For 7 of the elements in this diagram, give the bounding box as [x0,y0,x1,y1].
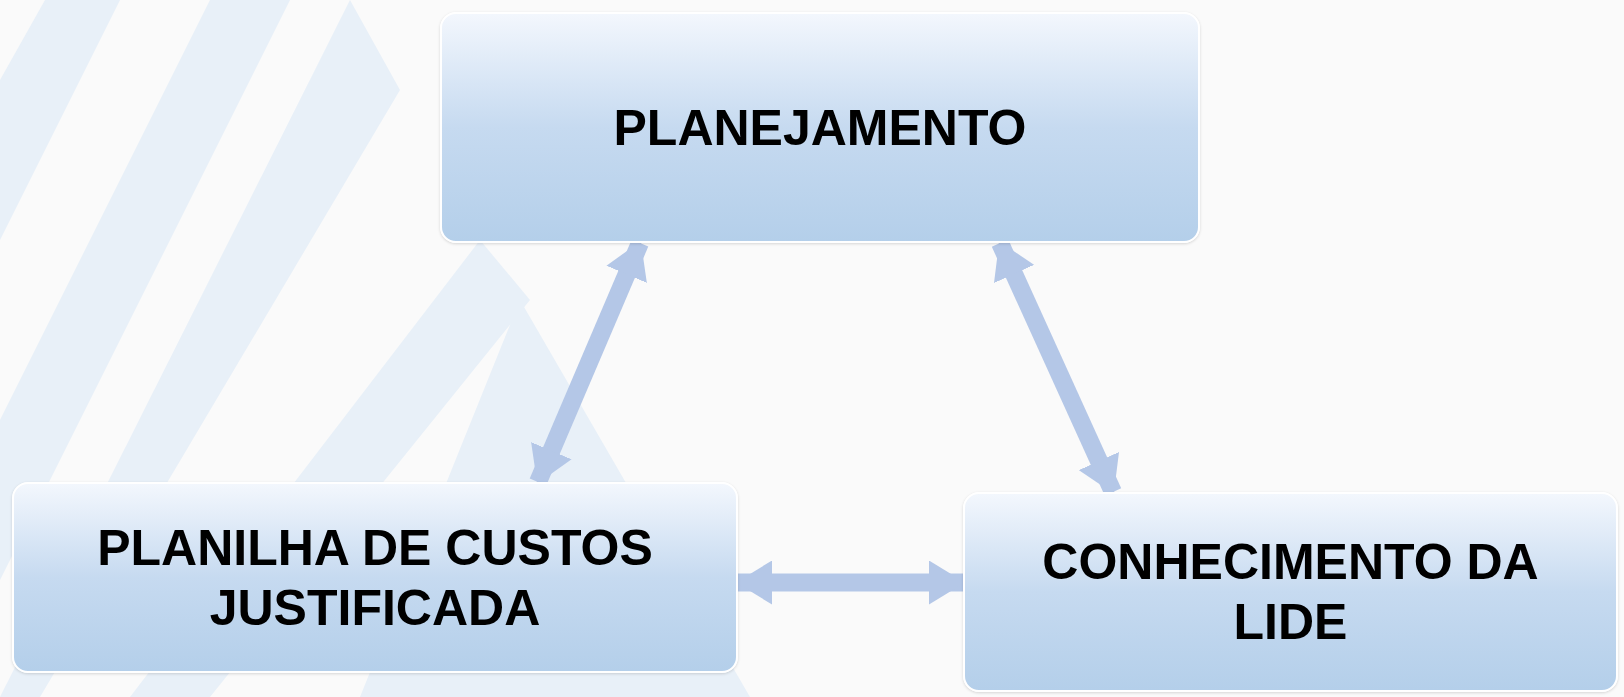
double-arrow [736,560,965,605]
process-box [12,482,738,673]
box-label: CONHECIMENTO DA LIDE [1041,533,1540,652]
process-box [440,12,1200,243]
process-box [963,492,1618,692]
box-label: PLANEJAMENTO [613,98,1027,158]
box-label: PLANILHA DE CUSTOS JUSTIFICADA [96,518,654,638]
